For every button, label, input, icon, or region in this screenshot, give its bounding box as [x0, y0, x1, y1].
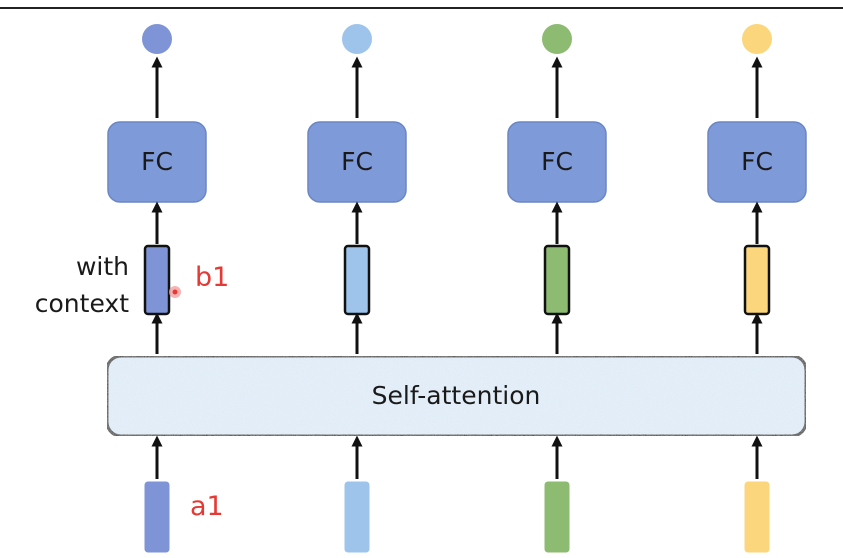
fc-label-2: FC	[341, 147, 373, 176]
output-dot-4	[742, 24, 772, 54]
output-dot-3	[542, 24, 572, 54]
with-context-line-2: context	[34, 289, 129, 318]
context-vector-4	[743, 244, 771, 316]
cursor-marker-core	[172, 289, 178, 295]
with-context-line-1: with	[75, 252, 129, 281]
context-vector-2	[343, 244, 371, 316]
with-context-label: with context	[35, 248, 129, 322]
output-dot-1	[142, 24, 172, 54]
fc-label-4: FC	[741, 147, 773, 176]
input-vector-2	[344, 481, 370, 553]
input-vector-1	[144, 481, 170, 553]
input-vector-3	[544, 481, 570, 553]
context-vector-1	[143, 244, 171, 316]
output-dot-2	[342, 24, 372, 54]
columns-group: FC FC FC FC	[107, 24, 807, 553]
fc-label-1: FC	[141, 147, 173, 176]
input-vector-4	[744, 481, 770, 553]
context-vector-3	[543, 244, 571, 316]
fc-label-3: FC	[541, 147, 573, 176]
self-attention-label: Self-attention	[372, 381, 541, 410]
self-attention-block	[105, 354, 808, 438]
b1-annotation: b1	[195, 262, 230, 293]
a1-annotation: a1	[190, 491, 224, 522]
